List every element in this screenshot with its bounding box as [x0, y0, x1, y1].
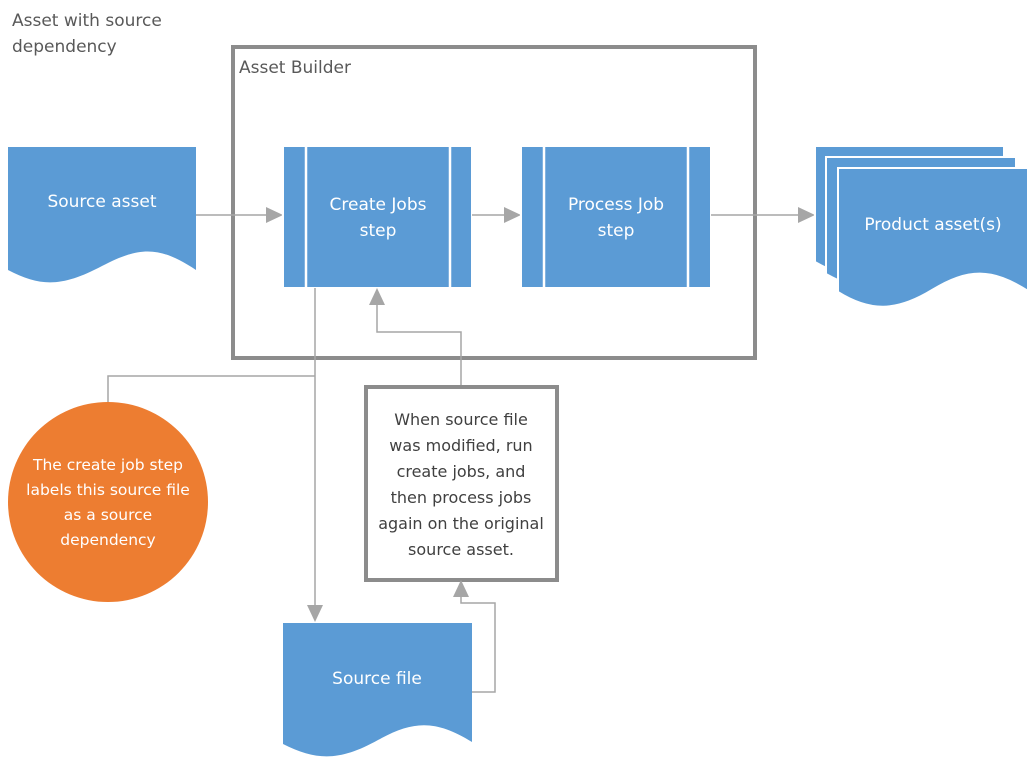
note-line-5: again on the original [378, 514, 544, 533]
source-asset-label: Source asset [47, 192, 156, 212]
asset-builder-label: Asset Builder [239, 58, 351, 78]
arrowhead-note-to-create [369, 288, 385, 305]
diagram-title-line-2: dependency [12, 37, 117, 57]
source-file-label: Source file [332, 669, 422, 689]
circle-label-line-2: labels this source file [26, 481, 190, 499]
arrowhead-process [504, 207, 521, 223]
source-file-document: Source file [283, 623, 472, 757]
process-job-label-line-2: step [598, 221, 635, 241]
note-line-6: source asset. [408, 540, 514, 559]
create-jobs-label-line-1: Create Jobs [330, 195, 427, 215]
circle-label-line-3: as a source [64, 506, 152, 524]
arrowhead-product [798, 207, 815, 223]
note-line-2: was modified, run [389, 436, 532, 455]
process-job-label-line-1: Process Job [568, 195, 664, 215]
arrowhead-source-file [307, 605, 323, 622]
circle-label-line-4: dependency [60, 531, 155, 549]
arrowhead-create [266, 207, 283, 223]
reprocess-note-box: When source file was modified, run creat… [364, 385, 559, 582]
note-line-1: When source file [394, 410, 528, 429]
circle-label-line-1: The create job step [32, 456, 183, 474]
diagram-title-line-1: Asset with source [12, 11, 162, 31]
note-line-3: create jobs, and [397, 462, 526, 481]
connector-source-file-to-note [460, 596, 496, 693]
create-jobs-step: Create Jobs step [282, 145, 473, 289]
create-jobs-label-line-2: step [360, 221, 397, 241]
source-asset-document: Source asset [8, 147, 196, 283]
product-assets-label: Product asset(s) [864, 215, 1001, 235]
product-assets-documents: Product asset(s) [814, 145, 1029, 308]
process-job-step: Process Job step [520, 145, 712, 289]
asset-builder-frame [231, 45, 757, 360]
arrowhead-note [453, 580, 469, 597]
note-line-4: then process jobs [391, 488, 532, 507]
connector-circle-to-line [107, 375, 315, 404]
source-dependency-circle: The create job step labels this source f… [8, 402, 208, 602]
connector-note-to-create [376, 304, 462, 387]
